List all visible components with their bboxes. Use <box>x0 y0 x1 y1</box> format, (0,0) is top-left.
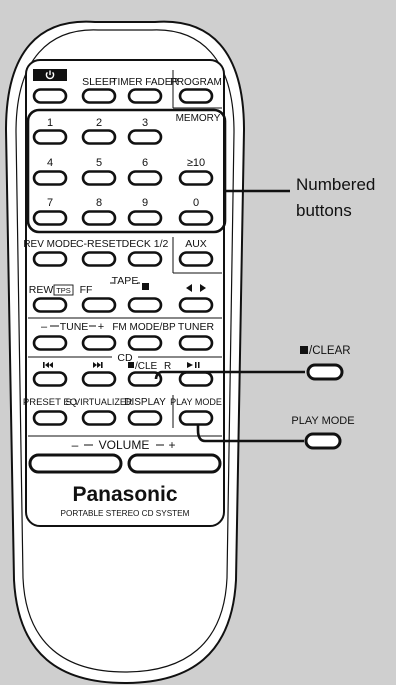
rew-button[interactable] <box>32 297 68 313</box>
num-4-label: 4 <box>47 157 53 169</box>
skip-back-button[interactable] <box>32 371 68 387</box>
fm-mode-label: FM MODE/BP <box>112 322 176 333</box>
aux-button[interactable] <box>178 251 214 267</box>
aux-label: AUX <box>185 238 207 250</box>
numbered-buttons-outline <box>26 108 227 234</box>
cd-stop-clear-label-b: R <box>164 361 171 372</box>
cd-stop-clear-label-a: /CLE <box>135 361 158 372</box>
remote-face-panel <box>25 59 225 527</box>
play-pause-icon <box>187 362 200 368</box>
num-0-label: 0 <box>193 197 199 209</box>
volume-down-button[interactable] <box>28 453 123 474</box>
rev-mode-label: REV MODE <box>23 239 77 250</box>
skip-back-icon <box>43 362 53 368</box>
tune-label: TUNE <box>60 321 89 333</box>
tune-up-button[interactable] <box>81 335 117 351</box>
numbered-callout-text-1: Numbered <box>296 175 375 194</box>
play-mode-button[interactable] <box>178 410 214 426</box>
volume-plus-label: + <box>168 438 175 452</box>
tuner-label: TUNER <box>178 321 215 333</box>
play-mode-callout-line <box>196 424 304 443</box>
num-9-button[interactable] <box>127 210 163 226</box>
num-2-button[interactable] <box>81 129 117 145</box>
num-5-label: 5 <box>96 157 102 169</box>
num-8-button[interactable] <box>81 210 117 226</box>
num-3-label: 3 <box>142 117 148 129</box>
tape-stop-button[interactable] <box>127 297 163 313</box>
num-10-button[interactable] <box>178 170 214 186</box>
callout-stop-icon <box>300 346 308 354</box>
preset-eq-button[interactable] <box>32 410 68 426</box>
power-icon <box>45 70 55 80</box>
program-button[interactable] <box>178 88 214 104</box>
c-reset-button[interactable] <box>81 251 117 267</box>
tps-label: TPS <box>56 286 71 295</box>
stop-icon <box>142 283 149 290</box>
rev-mode-button[interactable] <box>32 251 68 267</box>
cd-stop-icon <box>128 362 134 368</box>
num-1-label: 1 <box>47 117 53 129</box>
volume-minus-label: – <box>72 438 79 452</box>
num-4-button[interactable] <box>32 170 68 186</box>
num-9-label: 9 <box>142 197 148 209</box>
num-7-label: 7 <box>47 197 53 209</box>
num-6-button[interactable] <box>127 170 163 186</box>
timer-fader-label: TIMER FADER <box>111 77 178 88</box>
sleep-label: SLEEP <box>82 76 116 88</box>
stop-clear-callout-line <box>154 370 305 380</box>
ff-label: FF <box>80 284 93 296</box>
tape-direction-button[interactable] <box>178 297 214 313</box>
c-reset-label: C-RESET <box>76 238 123 250</box>
volume-up-button[interactable] <box>127 453 222 474</box>
num-1-button[interactable] <box>32 129 68 145</box>
skip-forward-icon <box>93 362 103 368</box>
stop-clear-callout-button <box>306 363 344 381</box>
num-7-button[interactable] <box>32 210 68 226</box>
cd-label: CD <box>117 352 133 364</box>
timer-fader-button[interactable] <box>127 88 163 104</box>
program-label: PROGRAM <box>170 77 222 88</box>
tuner-button[interactable] <box>178 335 214 351</box>
ff-button[interactable] <box>81 297 117 313</box>
direction-icon <box>186 284 206 292</box>
brand-logo: Panasonic <box>72 483 177 506</box>
num-5-button[interactable] <box>81 170 117 186</box>
num-8-label: 8 <box>96 197 102 209</box>
display-button[interactable] <box>127 410 163 426</box>
tune-plus-label: + <box>98 321 104 333</box>
num-3-button[interactable] <box>127 129 163 145</box>
deck-button[interactable] <box>127 251 163 267</box>
deck-label: DECK 1/2 <box>122 238 169 250</box>
skip-forward-button[interactable] <box>81 371 117 387</box>
num-0-button[interactable] <box>178 210 214 226</box>
stop-clear-callout-text: /CLEAR <box>309 345 351 357</box>
fm-mode-button[interactable] <box>127 335 163 351</box>
display-label: DISPLAY <box>124 397 166 408</box>
volume-label: VOLUME <box>99 438 150 452</box>
tape-label: TAPE <box>112 275 139 287</box>
tune-minus-label: – <box>41 321 48 333</box>
preset-eq-label: PRESET EQ <box>23 397 77 408</box>
tps-box <box>53 284 74 296</box>
sleep-button[interactable] <box>81 88 117 104</box>
model-label: PORTABLE STEREO CD SYSTEM <box>61 509 190 518</box>
num-10-label: ≥10 <box>187 157 205 169</box>
rew-label: REW <box>29 284 54 296</box>
play-pause-button[interactable] <box>178 371 214 387</box>
num-2-label: 2 <box>96 117 102 129</box>
play-mode-callout-button <box>304 432 342 450</box>
play-mode-label: PLAY MODE <box>170 397 222 407</box>
num-6-label: 6 <box>142 157 148 169</box>
virtualizer-button[interactable] <box>81 410 117 426</box>
power-button[interactable] <box>32 88 68 104</box>
virtualizer-label: S.VIRTUALIZER <box>66 397 133 407</box>
tune-down-button[interactable] <box>32 335 68 351</box>
memory-label: MEMORY <box>176 113 221 124</box>
play-mode-callout-text: PLAY MODE <box>291 415 354 427</box>
numbered-callout-text-2: buttons <box>296 201 352 220</box>
